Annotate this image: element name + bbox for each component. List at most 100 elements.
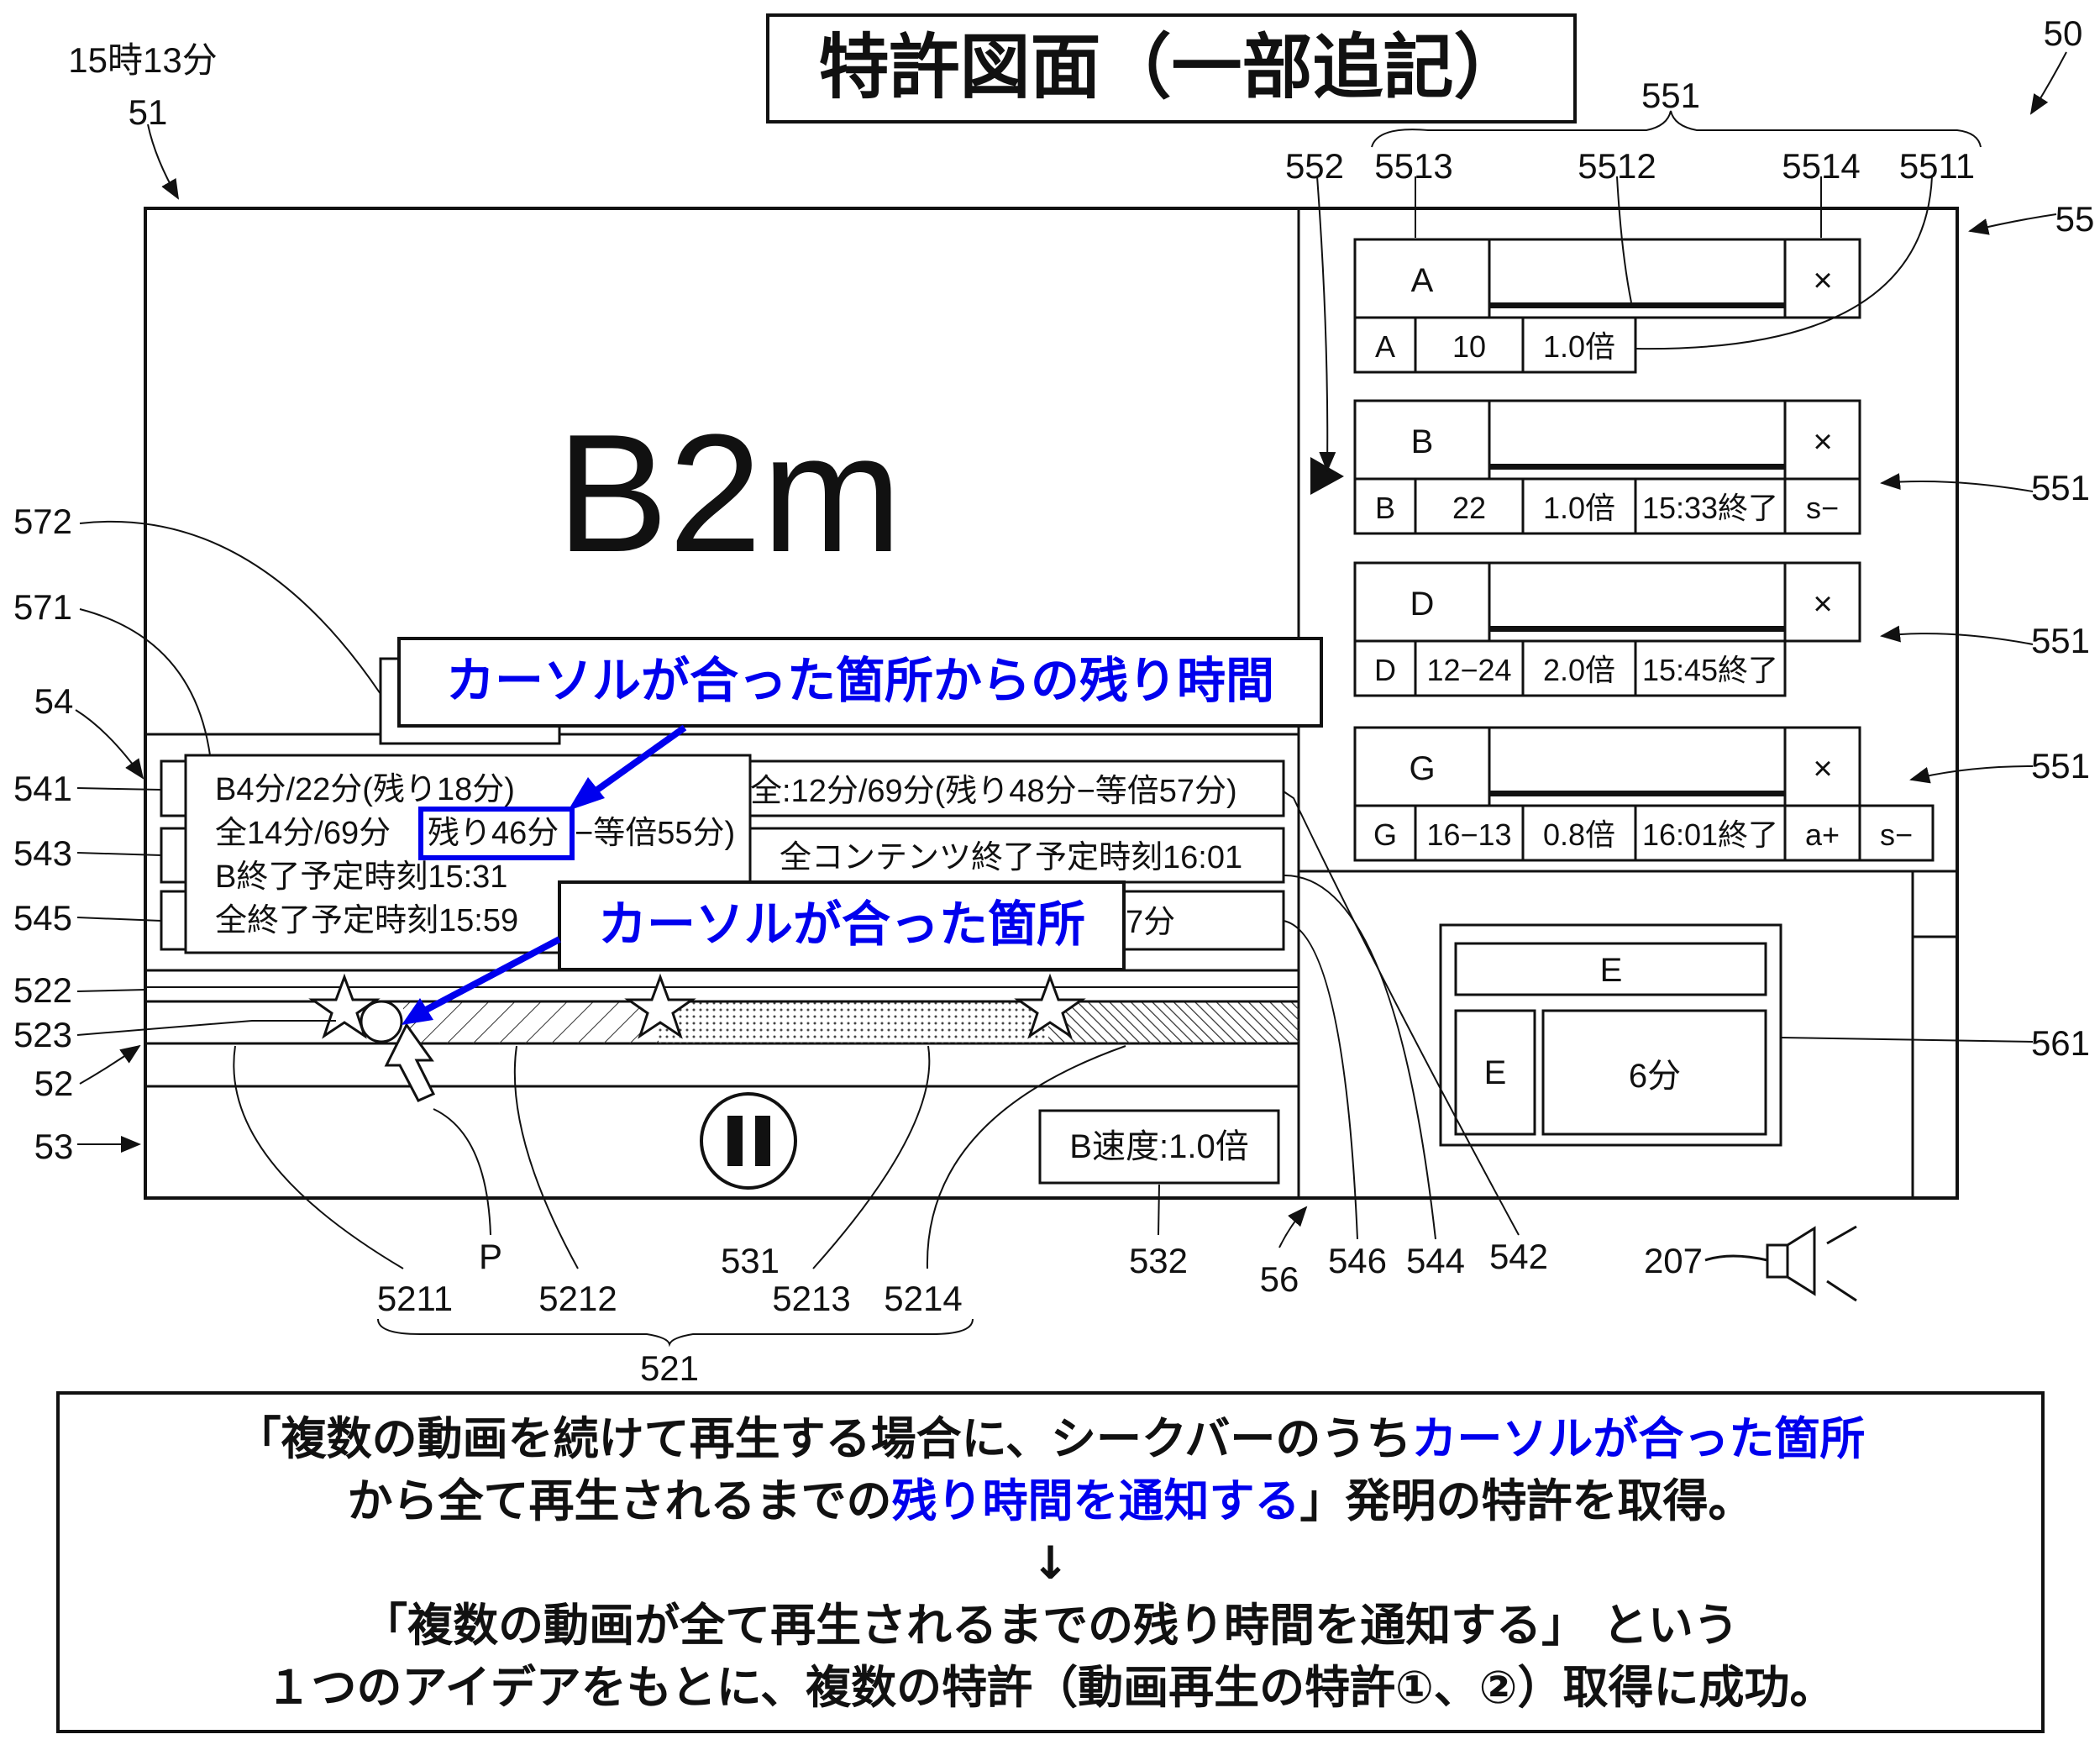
- ref-label: 561: [2031, 1023, 2090, 1063]
- item-cell: [1353, 804, 1417, 862]
- item-title: B: [1411, 423, 1434, 460]
- tooltip-line: 全終了予定時刻15:59: [215, 903, 518, 938]
- ref-label: 532: [1129, 1241, 1188, 1280]
- ref-label: 523: [13, 1015, 72, 1054]
- side-panel-time: 6分: [1629, 1058, 1681, 1095]
- summary-text: 「複数の動画を続けて再生する場合に、シークバーのうち: [235, 1412, 1412, 1465]
- playlist-item-d[interactable]: D × D 12−24 2.0倍 15:45終了: [1353, 561, 1861, 697]
- item-cell-text: 0.8倍: [1543, 817, 1615, 852]
- side-panel-title: E: [1600, 952, 1623, 989]
- close-icon[interactable]: ×: [1813, 262, 1832, 299]
- summary-text: から全て再生されるまでの: [347, 1474, 892, 1527]
- ref-label: 551: [2031, 468, 2090, 507]
- item-seek-bar[interactable]: [1489, 626, 1785, 632]
- item-cell[interactable]: [1858, 804, 1935, 862]
- item-cell: [1521, 639, 1637, 697]
- item-cell-text: 2.0倍: [1543, 653, 1615, 687]
- item-cell-text: 1.0倍: [1543, 329, 1615, 364]
- screen-frame: [144, 207, 1959, 1200]
- ref-label: 544: [1406, 1241, 1465, 1280]
- item-cell-text: 12−24: [1426, 653, 1511, 687]
- summary-line-1: 「複数の動画を続けて再生する場合に、シークバーのうちカーソルが合った箇所: [60, 1408, 2041, 1470]
- item-title: A: [1411, 262, 1434, 299]
- close-icon[interactable]: ×: [1813, 586, 1832, 623]
- star-marker-icon: [1014, 973, 1086, 1039]
- item-title: D: [1410, 586, 1435, 623]
- item-cell-text: a+: [1805, 817, 1840, 852]
- item-cell-text: 10: [1452, 329, 1486, 364]
- item-cell[interactable]: [1783, 477, 1861, 535]
- main-display-text: B2m: [556, 400, 901, 587]
- item-seek-bar[interactable]: [1489, 302, 1785, 308]
- annotation-text: カーソルが合った箇所からの残り時間: [446, 652, 1274, 709]
- ref-label: 5513: [1374, 146, 1452, 186]
- ref-label: 551: [2031, 621, 2090, 660]
- summary-line-4: １つのアイデアをもとに、複数の特許（動画再生の特許①、②）取得に成功。: [265, 1661, 1835, 1714]
- item-cell: [1353, 639, 1417, 697]
- seek-segment-5212[interactable]: [403, 1001, 659, 1043]
- ref-label: 5514: [1782, 146, 1860, 186]
- summary-highlight: 残り時間を通知する: [891, 1474, 1300, 1527]
- item-cell: [1414, 804, 1525, 862]
- side-panel-left: E: [1484, 1054, 1507, 1091]
- reference-labels: 51 50 551 552 5513 5512 5514 5511 55 551…: [13, 13, 2094, 1388]
- pause-button[interactable]: [700, 1092, 797, 1190]
- info-row-total: 全:12分/69分(残り48分−等倍57分): [750, 774, 1237, 809]
- clock-text: 15時13分: [68, 40, 217, 80]
- ref-label: 56: [1260, 1259, 1299, 1299]
- info-row-end-time: 全コンテンツ終了予定時刻16:01: [780, 840, 1242, 875]
- item-cell: [1634, 477, 1787, 535]
- page-title: 特許図面（一部追記）: [766, 13, 1577, 123]
- item-cell-text: 15:45終了: [1642, 653, 1778, 687]
- item-cell-text: 16−13: [1426, 817, 1511, 852]
- tooltip-line: −等倍55分): [575, 816, 735, 851]
- ref-label: 5511: [1899, 146, 1975, 186]
- ref-label: 543: [13, 833, 72, 873]
- ref-label: 5214: [884, 1279, 962, 1318]
- cursor-arrow-icon: [384, 1022, 436, 1102]
- ref-label: 5512: [1578, 146, 1656, 186]
- item-cell-text: A: [1375, 329, 1395, 364]
- speed-indicator: [1038, 1109, 1280, 1185]
- item-cell-text: 15:33終了: [1642, 491, 1778, 525]
- item-cell-text: s−: [1806, 491, 1839, 525]
- item-cell-text: D: [1374, 653, 1396, 687]
- summary-highlight: カーソルが合った箇所: [1411, 1412, 1866, 1465]
- seek-handle[interactable]: [360, 1000, 403, 1043]
- ref-label: 545: [13, 898, 72, 938]
- side-panel-561: E E 6分: [1439, 923, 1782, 1147]
- seek-bar[interactable]: [145, 973, 1299, 1102]
- item-cell-text: B: [1375, 491, 1395, 525]
- seek-segment-5214[interactable]: [1048, 1001, 1299, 1043]
- tooltip-highlight: 残り46分: [428, 816, 559, 851]
- tooltip-line: 全14分/69分: [215, 816, 391, 851]
- annotation-cursor: カーソルが合った箇所: [402, 880, 1126, 1025]
- ref-label: 552: [1285, 146, 1344, 186]
- close-icon[interactable]: ×: [1813, 750, 1832, 787]
- item-cell: [1634, 804, 1787, 862]
- tooltip-line: B4分/22分(残り18分): [215, 772, 515, 807]
- ref-label: 5213: [772, 1279, 850, 1318]
- pause-icon: [727, 1116, 743, 1166]
- ref-label: 5212: [538, 1279, 617, 1318]
- item-seek-bar[interactable]: [1489, 791, 1785, 796]
- item-cell: [1521, 316, 1637, 374]
- ref-label: P: [479, 1237, 502, 1276]
- close-icon[interactable]: ×: [1813, 423, 1832, 460]
- playlist-item-a[interactable]: A × A 10 1.0倍: [1353, 238, 1861, 374]
- seek-segment-5213[interactable]: [659, 1001, 1048, 1043]
- item-cell-text: G: [1373, 817, 1397, 852]
- ref-label: 541: [13, 769, 72, 808]
- ref-label: 5211: [377, 1279, 453, 1318]
- ref-label: 531: [721, 1241, 780, 1280]
- item-cell[interactable]: [1783, 804, 1861, 862]
- ref-label: 522: [13, 970, 72, 1010]
- item-seek-bar[interactable]: [1489, 464, 1785, 470]
- highlight-box: [418, 807, 575, 860]
- ref-label: 55: [2055, 199, 2095, 239]
- speaker-icon: [1704, 1225, 1857, 1302]
